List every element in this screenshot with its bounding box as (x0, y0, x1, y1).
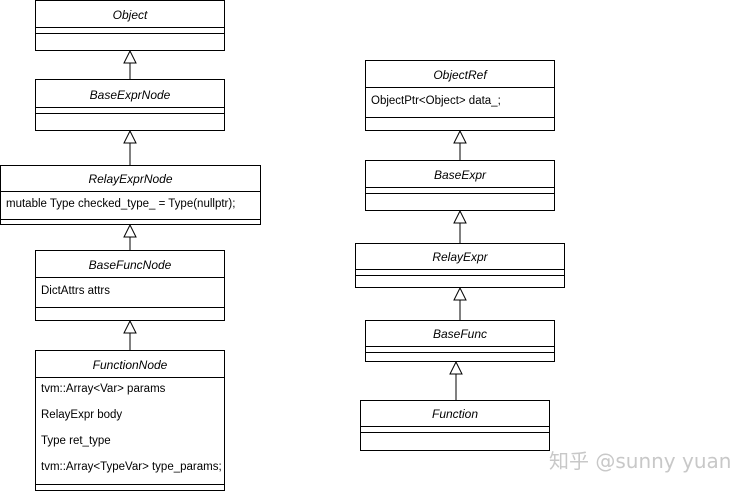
attribute-list: tvm::Array<Var> params RelayExpr body Ty… (36, 377, 224, 487)
separator (361, 426, 549, 427)
separator (36, 307, 224, 308)
separator (36, 113, 224, 114)
separator (36, 377, 224, 378)
separator (361, 432, 549, 433)
arrowhead-basefuncnode (123, 319, 137, 334)
class-object: Object (35, 0, 225, 51)
class-name: BaseExprNode (89, 88, 171, 102)
class-name: ObjectRef (433, 68, 487, 82)
separator (366, 346, 554, 347)
separator (1, 219, 260, 220)
class-relayexpr: RelayExpr (355, 243, 565, 288)
separator (36, 33, 224, 34)
arrowhead-relayexpr (453, 286, 467, 301)
attribute: RelayExpr body (41, 409, 123, 421)
separator (36, 107, 224, 108)
class-function: Function (360, 400, 550, 451)
attribute: tvm::Array<TypeVar> type_params; (41, 461, 222, 473)
arrowhead-basefunc (449, 360, 463, 375)
separator (356, 275, 564, 276)
class-name: BaseFuncNode (88, 258, 172, 272)
separator (366, 193, 554, 194)
class-baseexpr: BaseExpr (365, 160, 555, 211)
class-name: BaseExpr (433, 168, 487, 182)
class-name: Object (112, 8, 148, 22)
arrowhead-object (123, 49, 137, 64)
attribute: mutable Type checked_type_ = Type(nullpt… (6, 198, 236, 210)
class-name: BaseFunc (432, 327, 488, 341)
class-name: RelayExprNode (88, 172, 173, 186)
class-relayexprnode: RelayExprNode mutable Type checked_type_… (0, 165, 261, 225)
separator (36, 484, 224, 485)
separator (366, 87, 554, 88)
attribute: Type ret_type (41, 435, 111, 447)
watermark: 知乎 @sunny yuan (549, 449, 732, 473)
separator (356, 269, 564, 270)
class-name: Function (431, 407, 479, 421)
class-baseexprnode: BaseExprNode (35, 79, 225, 131)
separator (366, 187, 554, 188)
attribute: DictAttrs attrs (41, 285, 111, 297)
arrowhead-baseexprnode (123, 129, 137, 144)
arrowhead-relayexprnode (123, 223, 137, 238)
class-name: RelayExpr (432, 250, 488, 264)
attribute: ObjectPtr<Object> data_; (371, 95, 501, 107)
separator (366, 117, 554, 118)
arrowhead-objectref (453, 129, 467, 144)
separator (366, 352, 554, 353)
arrowhead-baseexpr (453, 209, 467, 224)
attribute: tvm::Array<Var> params (41, 383, 166, 395)
class-basefuncnode: BaseFuncNode DictAttrs attrs (35, 250, 225, 321)
class-basefunc: BaseFunc (365, 320, 555, 362)
class-functionnode: FunctionNode tvm::Array<Var> params Rela… (35, 350, 225, 491)
separator (1, 191, 260, 192)
separator (36, 27, 224, 28)
class-name: FunctionNode (92, 358, 168, 372)
class-objectref: ObjectRef ObjectPtr<Object> data_; (365, 60, 555, 131)
separator (36, 277, 224, 278)
